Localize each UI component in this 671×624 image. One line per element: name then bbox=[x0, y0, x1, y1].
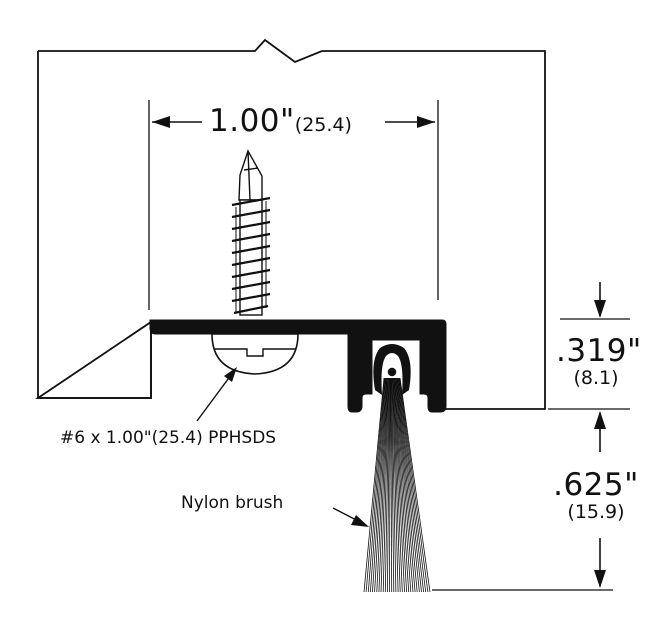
bristle bbox=[372, 377, 387, 593]
brush-dim-arrowhead-top bbox=[594, 411, 606, 429]
bristle bbox=[397, 377, 422, 593]
bristle bbox=[376, 377, 388, 593]
bristle bbox=[384, 377, 390, 593]
bristle bbox=[380, 377, 389, 593]
bristle bbox=[374, 377, 387, 593]
screw bbox=[231, 149, 271, 316]
height-dimension-value: .319" bbox=[556, 333, 642, 369]
bristle bbox=[387, 377, 391, 593]
bristle bbox=[392, 377, 401, 593]
bristle bbox=[392, 377, 403, 593]
sweep-extrusion bbox=[149, 319, 447, 413]
bristle bbox=[370, 377, 386, 593]
width-arrowhead-left bbox=[152, 116, 170, 128]
bristle bbox=[396, 377, 418, 593]
bristle bbox=[391, 377, 397, 593]
brush-dimension-metric: (15.9) bbox=[567, 501, 625, 523]
door-outline-left bbox=[37, 51, 152, 399]
height-dimension-metric: (8.1) bbox=[573, 367, 619, 389]
screw-callout-label: #6 x 1.00"(25.4) PPHSDS bbox=[60, 428, 277, 448]
height-arrowhead bbox=[594, 300, 606, 318]
bristle bbox=[399, 377, 431, 593]
brush-core bbox=[386, 366, 398, 378]
screw-leader-line bbox=[196, 370, 235, 422]
brush-leader-arrowhead bbox=[351, 515, 369, 527]
width-dimension-metric: (25.4) bbox=[294, 114, 352, 136]
bristle bbox=[390, 377, 393, 593]
bristle bbox=[363, 377, 385, 593]
width-dimension-value: 1.00" bbox=[209, 103, 295, 139]
brush-callout-label: Nylon brush bbox=[181, 493, 284, 513]
width-dimension-label: 1.00"(25.4) bbox=[209, 103, 352, 139]
bristle bbox=[393, 377, 407, 593]
bristle bbox=[398, 377, 427, 593]
brush-dimension-label: .625" (15.9) bbox=[552, 467, 640, 523]
bristle bbox=[395, 377, 412, 593]
bristle bbox=[365, 377, 385, 593]
width-arrowhead-right bbox=[417, 116, 435, 128]
bristle bbox=[397, 377, 420, 593]
screw-leader-arrowhead bbox=[224, 367, 237, 382]
bristle bbox=[391, 377, 399, 593]
brush-holder bbox=[373, 344, 411, 395]
bristle bbox=[382, 377, 389, 593]
nylon-brush-bristles bbox=[363, 377, 431, 593]
brush-dimension-value: .625" bbox=[553, 467, 639, 503]
bristle bbox=[367, 377, 386, 593]
bristle bbox=[393, 377, 405, 593]
bristle bbox=[399, 377, 429, 593]
bristle bbox=[394, 377, 410, 593]
bristle bbox=[378, 377, 388, 593]
screw-head bbox=[211, 333, 299, 375]
bristle bbox=[398, 377, 424, 593]
bristle bbox=[396, 377, 416, 593]
bristle bbox=[390, 377, 395, 593]
bristle bbox=[395, 377, 414, 593]
brush-dim-arrowhead-bottom bbox=[594, 570, 606, 588]
bristle bbox=[389, 377, 391, 593]
height-dimension-label: .319" (8.1) bbox=[556, 333, 642, 389]
screw-head-slot bbox=[214, 348, 296, 357]
brush-holder-inner bbox=[381, 355, 403, 391]
